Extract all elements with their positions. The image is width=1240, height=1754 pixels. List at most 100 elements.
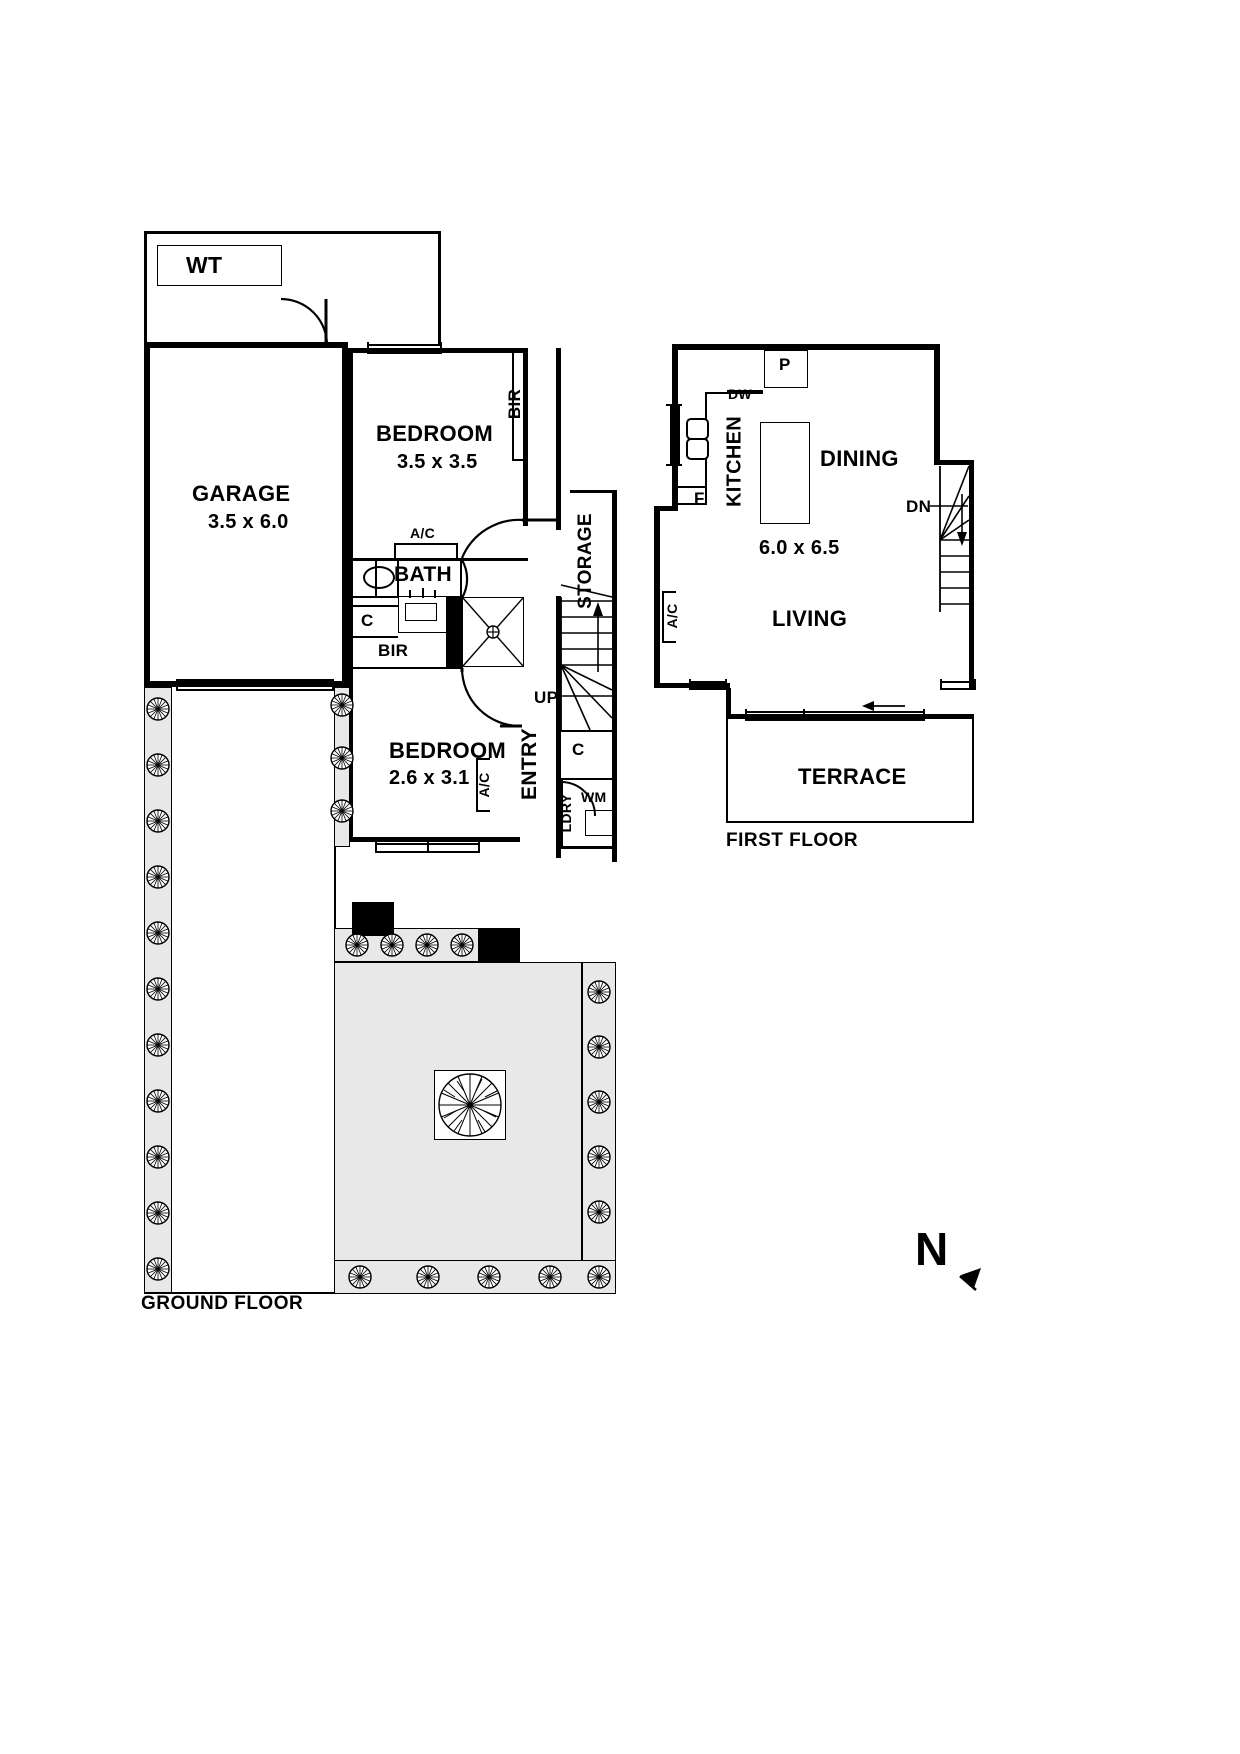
kitchen-bench-top xyxy=(705,392,763,394)
fridge-box-top xyxy=(678,486,707,488)
terrace-bottom-wall xyxy=(726,821,974,823)
bedroom1-lowerleft-wall xyxy=(348,498,353,688)
firstfloor-right-wall-stair xyxy=(969,460,974,688)
washing-machine-icon xyxy=(585,810,613,836)
garage-dimensions: 3.5 x 6.0 xyxy=(208,511,289,533)
bir-upper-label: BIR xyxy=(505,388,524,420)
terrace-right-wall xyxy=(972,719,974,823)
living-small-window-jamb-l xyxy=(689,679,691,690)
firstfloor-dimensions: 6.0 x 6.5 xyxy=(759,537,840,559)
vanity-tap-a xyxy=(409,590,411,598)
garage-right-wall xyxy=(342,342,348,687)
ac-bath-box-left xyxy=(394,543,396,560)
firstfloor-left-jog xyxy=(654,506,678,511)
living-label: LIVING xyxy=(772,606,848,631)
courtyard-right-garden-bed xyxy=(582,962,616,1294)
terrace-label: TERRACE xyxy=(798,764,907,789)
courtyard-bottom-garden-bed xyxy=(334,1260,616,1294)
firstfloor-left-wall-lower xyxy=(654,506,660,688)
kitchen-window-cap-t xyxy=(666,404,682,406)
right-window-jamb-l xyxy=(940,679,942,690)
right-window-jamb-r xyxy=(974,679,976,690)
living-small-window-b xyxy=(689,688,727,690)
first-floor-caption: FIRST FLOOR xyxy=(726,830,859,851)
ac-firstfloor-cap-t xyxy=(662,591,676,593)
garage-door-end-left xyxy=(176,679,178,691)
north-label: N xyxy=(915,1223,949,1275)
ac-bath-label: A/C xyxy=(410,525,436,541)
bedroom1-name: BEDROOM xyxy=(376,421,493,446)
kitchen-window-a xyxy=(670,406,673,466)
pantry-label: P xyxy=(779,355,791,374)
entry-closet-label: C xyxy=(572,740,585,759)
closet-bath-top xyxy=(353,605,398,607)
water-tank-box xyxy=(157,245,282,286)
closet-bath-label: C xyxy=(361,611,374,630)
ac-firstfloor-cap-b xyxy=(662,641,676,643)
ac-bath-box-right xyxy=(456,543,458,560)
firstfloor-bottom-wall-left xyxy=(654,683,730,688)
toilet-cistern-wall xyxy=(375,558,377,598)
bedroom2-window-jamb-l xyxy=(375,841,377,853)
wt-block-top-wall xyxy=(144,231,441,234)
right-window-b xyxy=(940,688,976,690)
bedroom1-window-jamb-l xyxy=(367,342,369,354)
side-yard-bottom-edge xyxy=(144,1292,336,1294)
bath-top-wall xyxy=(353,558,528,561)
kitchen-window-b xyxy=(677,406,680,466)
ac-bedroom2-label: A/C xyxy=(476,772,492,798)
firstfloor-top-wall xyxy=(672,344,940,350)
closet-bath-bottom xyxy=(353,636,398,638)
bir-upper-left-wall xyxy=(512,353,514,461)
kitchen-label: KITCHEN xyxy=(723,416,746,507)
north-arrow-glyph xyxy=(959,1268,981,1291)
entry-closet-top xyxy=(561,730,613,732)
bedroom1-top-wall xyxy=(348,348,528,353)
bedroom1-window-line-b xyxy=(367,352,442,354)
bath-divider-v2 xyxy=(460,558,462,608)
vanity-tap-b xyxy=(422,588,424,598)
vanity-tap-c xyxy=(434,590,436,598)
bedroom1-dimensions: 3.5 x 3.5 xyxy=(397,451,478,473)
courtyard-pillar-left xyxy=(352,902,394,936)
terrace-window-jamb-1 xyxy=(745,709,747,721)
courtyard-upper-left-edge xyxy=(334,847,336,929)
terrace-left-wall xyxy=(726,719,728,823)
right-window-a xyxy=(940,681,976,683)
washing-machine-label: WM xyxy=(581,789,607,805)
bedroom1-left-wall xyxy=(348,348,353,498)
firstfloor-bottom-wall-right xyxy=(726,714,974,719)
shower-enclosure xyxy=(462,597,524,667)
entry-right-wall-lower xyxy=(556,596,561,858)
kitchen-window-cap-b xyxy=(666,464,682,466)
firstfloor-left-wall-upper xyxy=(672,344,678,506)
firstfloor-bottom-jog xyxy=(726,688,731,718)
wt-block-right-wall xyxy=(438,231,441,345)
dishwasher-line xyxy=(727,390,763,392)
bedroom2-window-jamb-r xyxy=(478,841,480,853)
terrace-window-left-a xyxy=(745,711,925,713)
bir-upper-bottom-wall xyxy=(512,459,528,461)
kitchen-bench-bottom xyxy=(678,503,707,505)
garage-top-wall xyxy=(144,342,348,348)
living-small-window-jamb-r xyxy=(725,679,727,690)
bedroom2-dimensions: 2.6 x 3.1 xyxy=(389,767,470,789)
ground-floor-caption: GROUND FLOOR xyxy=(141,1293,304,1314)
ac-bedroom2-box-cap-b xyxy=(476,810,490,812)
laundry-bottom-wall xyxy=(561,846,617,849)
terrace-window-jamb-3 xyxy=(923,709,925,721)
courtyard-pillar-right xyxy=(478,928,520,962)
firstfloor-right-jog-top xyxy=(934,460,974,465)
bedroom1-window-jamb-r xyxy=(440,342,442,354)
dining-label: DINING xyxy=(820,446,899,471)
terrace-window-jamb-2 xyxy=(803,709,805,721)
kitchen-island xyxy=(760,422,810,524)
bedroom1-right-wall xyxy=(523,348,528,526)
storage-top-wall xyxy=(570,490,617,493)
garage-side-garden xyxy=(334,687,350,847)
bedroom2-name: BEDROOM xyxy=(389,738,506,763)
ac-firstfloor-label: A/C xyxy=(664,603,680,629)
laundry-left-wall xyxy=(561,780,563,848)
sink-bowl-upper xyxy=(686,418,709,440)
